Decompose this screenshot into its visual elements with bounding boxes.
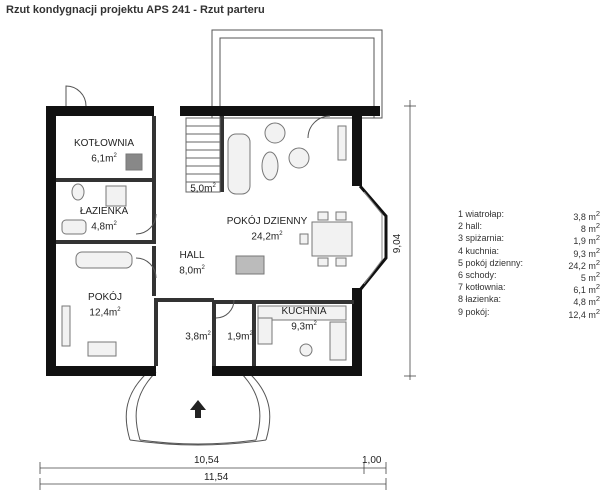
dimension-width-inner: 10,54: [194, 455, 220, 466]
legend-row: 2 hall:8 m2: [458, 221, 600, 235]
room-label-pokoj: POKÓJ 12,4m2: [88, 292, 122, 319]
inner-walls: [56, 116, 354, 366]
area-legend: 1 wiatrołap:3,8 m2 2 hall:8 m2 3 spiżarn…: [458, 208, 600, 320]
outer-walls: [46, 106, 380, 376]
legend-row: 3 spiżarnia:1,9 m2: [458, 233, 600, 247]
furniture: [61, 122, 353, 361]
room-label-kotlownia: KOTŁOWNIA 6,1m2: [73, 138, 134, 165]
dimension-depth: 9,04: [392, 233, 404, 254]
entrance-arrow-icon: [190, 400, 206, 418]
bay-window: [358, 185, 388, 291]
room-label-hall: HALL 8,0m2: [179, 250, 205, 277]
room-label-schody: 5,0m2: [190, 183, 216, 195]
doors: [65, 85, 331, 319]
legend-row: 1 wiatrołap:3,8 m2: [458, 209, 600, 222]
room-label-lazienka: ŁAZIENKA 4,8m2: [79, 206, 129, 233]
terrace: [211, 29, 383, 119]
room-label-pokoj-dzienny: POKÓJ DZIENNY 24,2m2: [226, 216, 308, 243]
dimension-lines: [39, 100, 416, 490]
page-title: Rzut kondygnacji projektu APS 241 - Rzut…: [6, 4, 265, 16]
legend-row: 9 pokój:12,4 m2: [458, 306, 600, 320]
legend-row: 6 schody:5 m2: [458, 269, 600, 283]
bay-window-glass: [363, 191, 383, 285]
dimension-width-total: 11,54: [204, 472, 229, 483]
legend-row: 5 pokój dzienny:24,2 m2: [458, 257, 600, 271]
entrance-steps: [125, 371, 271, 446]
staircase: [185, 117, 221, 193]
dimension-width-extra: 1,00: [362, 455, 382, 466]
legend-row: 4 kuchnia:9,3 m2: [458, 245, 600, 259]
room-label-kuchnia: KUCHNIA 9,3m2: [281, 306, 327, 333]
room-label-wiatrolap: 1,9m2: [227, 331, 253, 343]
legend-row: 8 łazienka:4,8 m2: [458, 294, 600, 308]
legend-row: 7 kotłownia:6,1 m2: [458, 282, 600, 296]
room-label-spizarnia: 3,8m2: [185, 331, 211, 343]
